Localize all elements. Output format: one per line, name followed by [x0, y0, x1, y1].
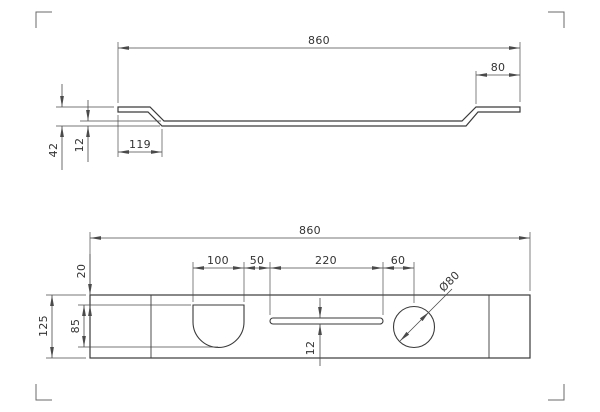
center-slot-cutout	[269, 317, 384, 325]
dim-label-hole-offset: 60	[391, 254, 406, 267]
dim-line-hole-diameter	[399, 311, 430, 342]
crop-marks	[35, 11, 565, 401]
dim-label-edge-offset: 20	[75, 264, 88, 279]
dim-label-plan-overall-length: 860	[299, 224, 321, 237]
dim-label-plate-thickness: 12	[73, 138, 86, 153]
side-view: 860 80 119 42 12	[47, 34, 521, 170]
dim-label-gap: 50	[250, 254, 265, 267]
dim-label-slot-length: 220	[315, 254, 337, 267]
leader-line-hole-diameter	[428, 288, 453, 313]
dim-label-profile-height: 42	[47, 143, 60, 158]
dim-label-plate-width: 125	[37, 315, 50, 337]
crop-mark-top-left	[35, 11, 52, 28]
dim-label-right-flange-length: 80	[491, 61, 506, 74]
side-profile-outline	[117, 106, 521, 127]
dim-label-dslot-width: 100	[207, 254, 229, 267]
plan-dimension-lines	[50, 236, 530, 366]
crop-mark-top-right	[548, 11, 565, 28]
round-hole	[392, 305, 436, 349]
plan-view: 860 100 50 220 60 20 85 125 12 Ø80	[37, 224, 531, 366]
dim-label-left-segment-length: 119	[129, 138, 151, 151]
dim-label-dslot-depth: 85	[69, 319, 82, 334]
dim-label-hole-diameter: Ø80	[437, 269, 463, 295]
dim-label-slot-width: 12	[304, 341, 317, 356]
dim-label-side-overall-length: 860	[308, 34, 330, 47]
d-slot-cutout	[192, 304, 245, 349]
plan-outline	[89, 294, 531, 359]
side-dimension-lines	[60, 46, 520, 170]
side-extension-lines	[56, 42, 521, 157]
crop-mark-bottom-right	[548, 384, 565, 401]
crop-mark-bottom-left	[35, 384, 52, 401]
